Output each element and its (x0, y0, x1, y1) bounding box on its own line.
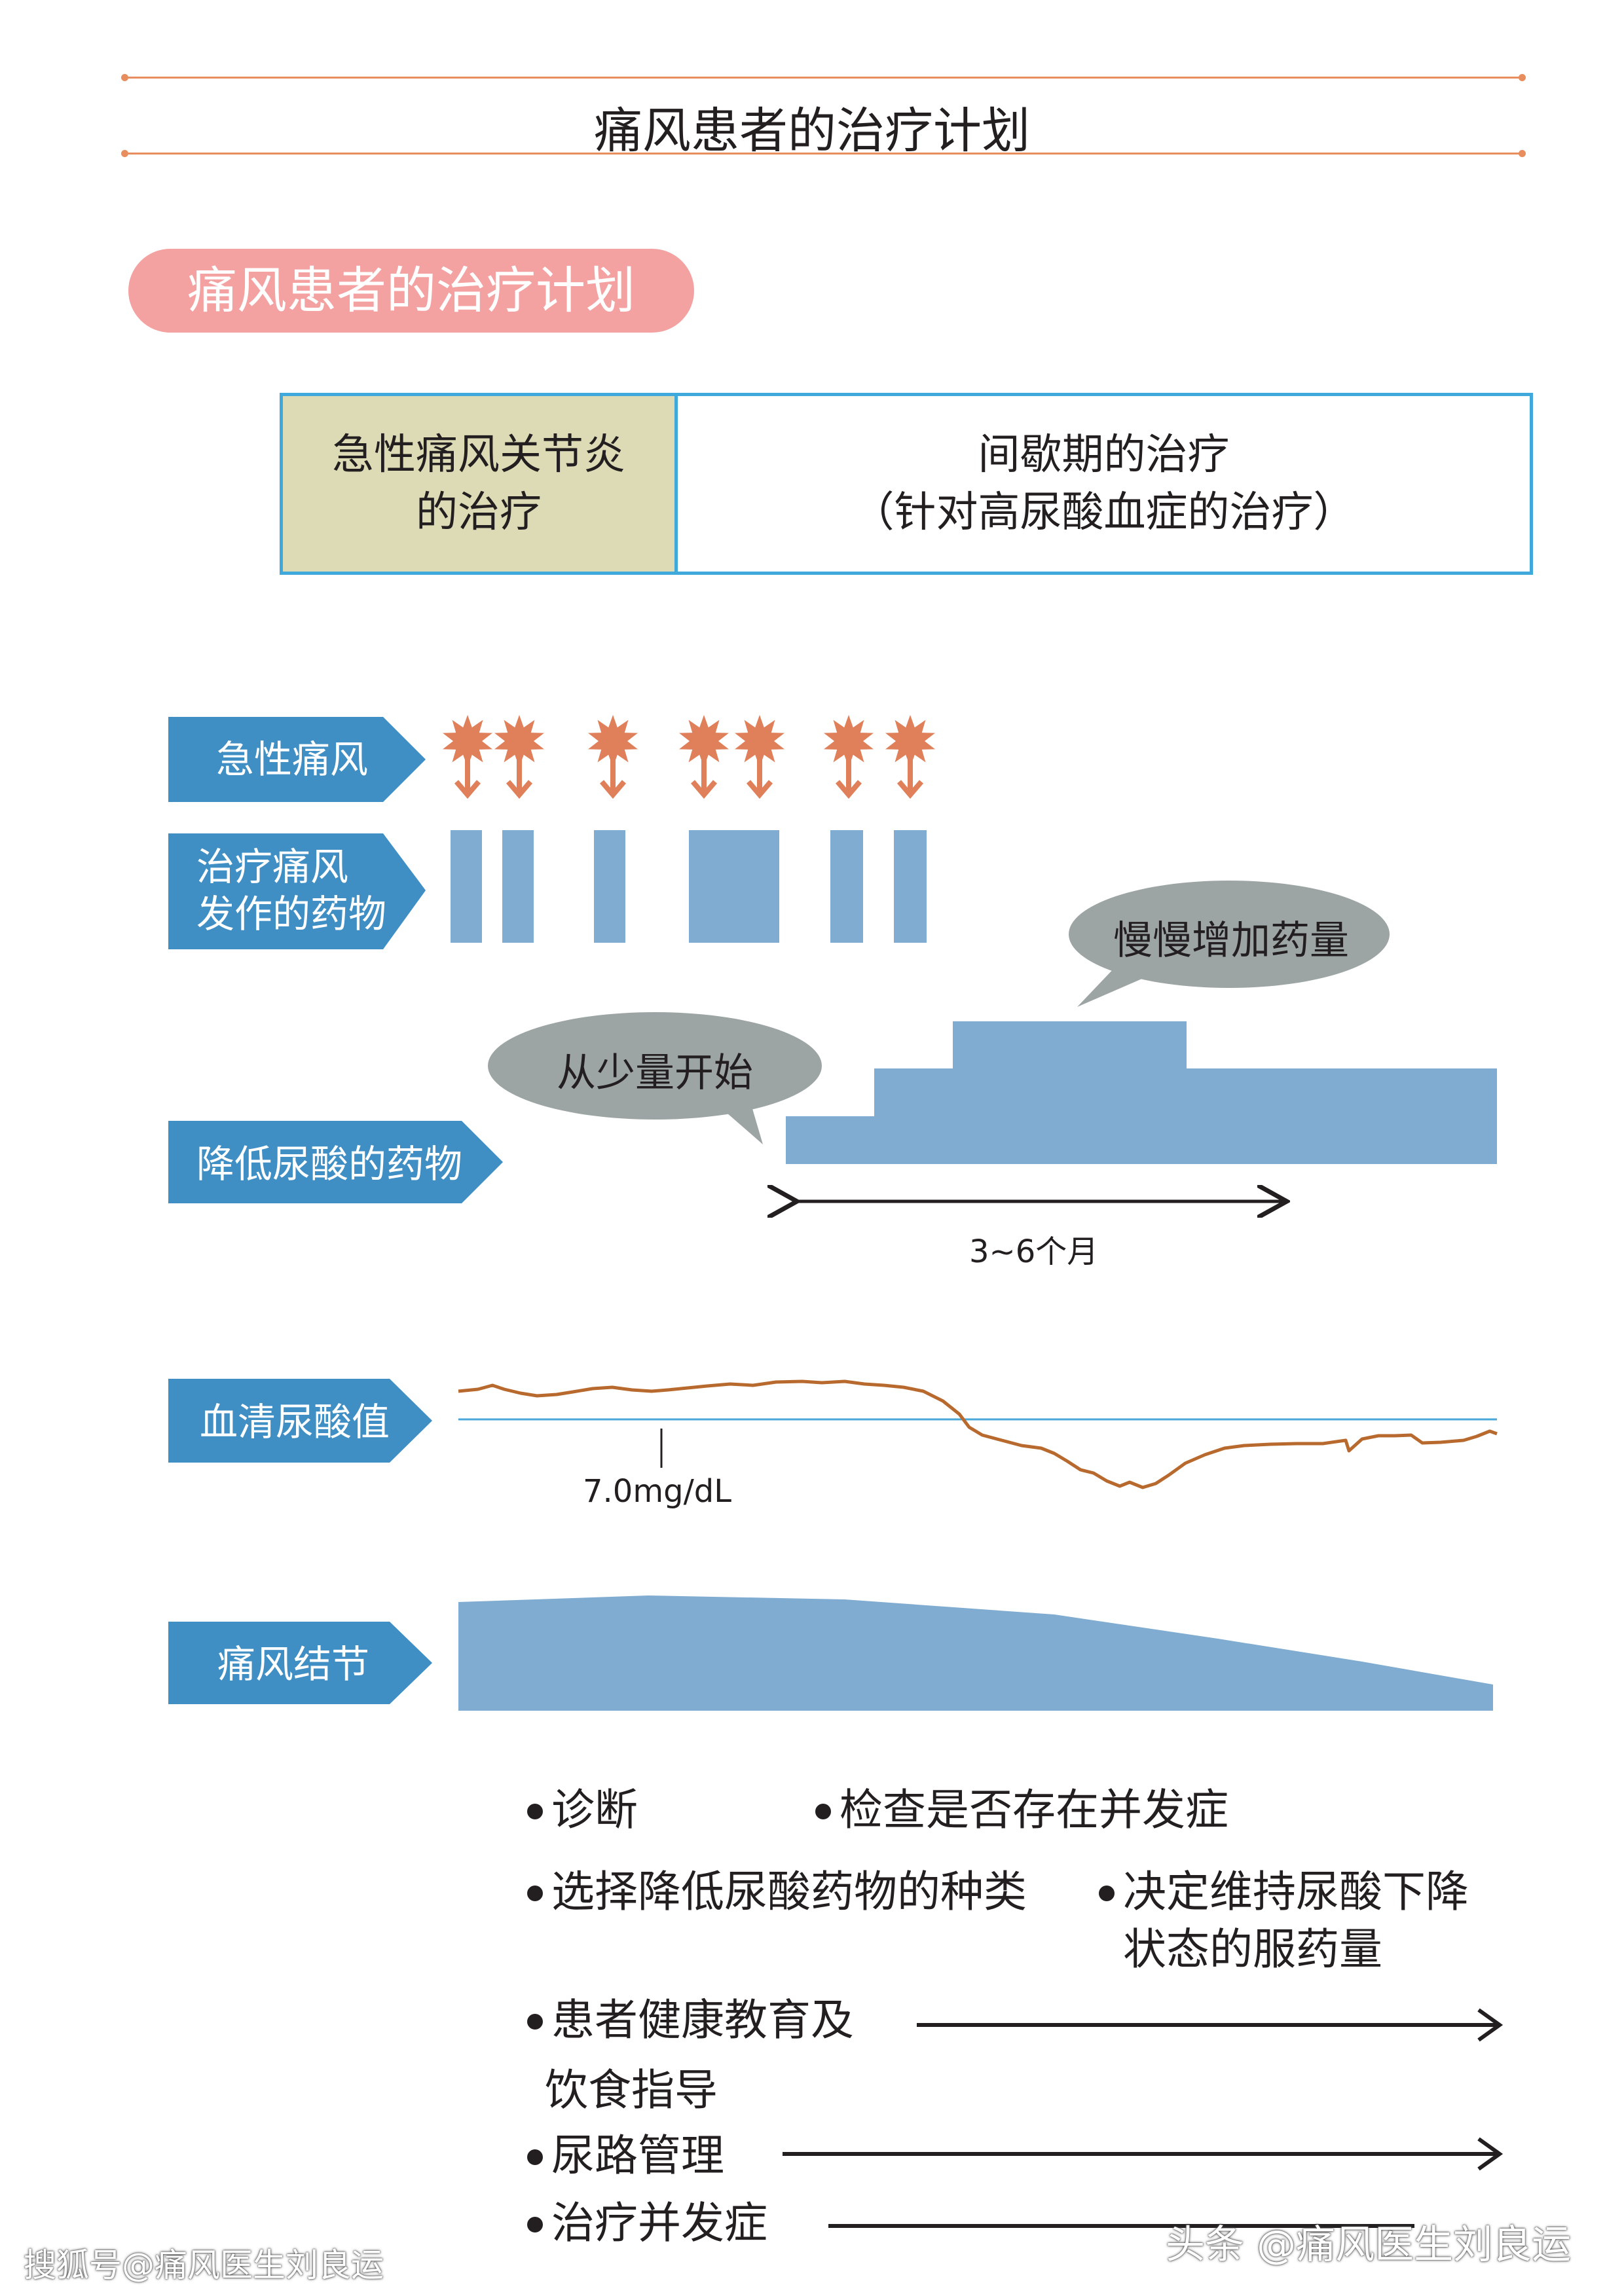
phase-interval-line2: （针对高尿酸血症的治疗） (852, 488, 1356, 537)
watermark-right: 头条 @痛风医生刘良运 (1166, 2222, 1572, 2268)
row-label-attack-drug-line2: 发作的药物 (196, 892, 387, 936)
bullet-dots (527, 1804, 1115, 2232)
row-arrow-urate-lowering (168, 1121, 503, 1203)
bullet-dot-icon (527, 2014, 543, 2030)
attack-drug-bar (502, 830, 534, 943)
down-arrow-head (896, 780, 924, 799)
row-label-tophus-text: 痛风结节 (217, 1642, 370, 1686)
phase-table (280, 393, 1533, 575)
task-maintenance-line2: 状态的服药量 (1123, 1924, 1382, 1975)
task-education-line2: 饮食指导 (545, 2065, 718, 2115)
attack-drug-bars (451, 830, 927, 943)
flare-icon (885, 715, 935, 767)
flare-icon (824, 715, 874, 767)
phase-acute-cell: 急性痛风关节炎 的治疗 (283, 396, 678, 572)
attack-drug-bar (594, 830, 625, 943)
row-label-attack-drug-line1: 治疗痛风 (196, 845, 349, 889)
callout-increase-slowly (1069, 881, 1390, 1007)
row-label-serum-urate-text: 血清尿酸值 (200, 1400, 390, 1444)
row-label-serum-urate: 血清尿酸值 (200, 1396, 390, 1448)
task-maintenance-line1: 决定维持尿酸下降 (1123, 1867, 1469, 1917)
down-arrow-head (454, 780, 481, 799)
attack-drug-bar (830, 830, 863, 943)
bullet-dot-icon (527, 1804, 543, 1819)
urate-lowering-dose-steps (786, 1021, 1497, 1164)
right-arrow-icon (1477, 2008, 1504, 2042)
down-arrow-head (746, 780, 773, 799)
serum-urate-curve (458, 1379, 1498, 1489)
bullet-dot-icon (815, 1804, 831, 1819)
row-arrow-acute-gout (168, 717, 426, 802)
task-education-line1: 患者健康教育及 (551, 1995, 854, 2045)
down-arrow-head (599, 780, 627, 799)
row-label-attack-drug: 治疗痛风 发作的药物 (196, 841, 386, 939)
task-complications-check: 检查是否存在并发症 (840, 1785, 1228, 1835)
task-diagnosis: 诊断 (551, 1785, 638, 1835)
phase-acute-line2: 的治疗 (416, 488, 542, 537)
bullet-dot-icon (527, 1886, 543, 1901)
task-urinary: 尿路管理 (551, 2130, 724, 2181)
down-arrow-head (835, 780, 862, 799)
attack-drug-bar (689, 830, 779, 943)
task-treat-complications: 治疗并发症 (551, 2198, 767, 2248)
right-arrow-icon (1477, 2137, 1504, 2171)
page-title: 痛风患者的治疗计划 (594, 103, 1030, 159)
row-arrow-serum-urate (168, 1379, 432, 1463)
callout-start-small (488, 1012, 822, 1144)
callout-start-small-text: 从少量开始 (557, 1050, 753, 1096)
flare-icon (679, 715, 729, 767)
top-rule (121, 74, 1526, 81)
flare-icon (443, 715, 492, 767)
down-arrow-head (506, 780, 533, 799)
flare-icon (494, 715, 544, 767)
row-label-tophus: 痛风结节 (217, 1638, 369, 1690)
phase-interval-cell: 间歇期的治疗 （针对高尿酸血症的治疗） (678, 396, 1530, 572)
attack-drug-bar (451, 830, 482, 943)
threshold-label: 7.0mg/dL (583, 1473, 731, 1510)
watermark-left: 搜狐号@痛风医生刘良运 (24, 2246, 384, 2284)
row-label-urate-lowering: 降低尿酸的药物 (196, 1138, 462, 1190)
section-pill: 痛风患者的治疗计划 (128, 249, 694, 333)
row-label-acute-gout: 急性痛风 (216, 733, 368, 786)
duration-label: 3~6个月 (969, 1233, 1099, 1270)
row-arrow-attack-drug (168, 833, 426, 949)
tophus-area (458, 1595, 1493, 1711)
phase-interval-line1: 间歇期的治疗 (978, 431, 1230, 479)
bullet-dot-icon (527, 2149, 543, 2165)
phase-acute-line1: 急性痛风关节炎 (332, 431, 625, 479)
bottom-rule (121, 150, 1526, 157)
down-arrow-head (690, 780, 718, 799)
bullet-dot-icon (1099, 1886, 1115, 1901)
row-arrow-tophus (168, 1622, 432, 1704)
row-label-acute-gout-text: 急性痛风 (216, 737, 369, 782)
attack-drug-bar (894, 830, 927, 943)
task-choose-drug: 选择降低尿酸药物的种类 (551, 1867, 1027, 1917)
row-label-urate-lowering-text: 降低尿酸的药物 (196, 1142, 463, 1186)
flare-group (443, 715, 935, 799)
flare-icon (735, 715, 784, 767)
bullet-dot-icon (527, 2217, 543, 2232)
callout-increase-slowly-text: 慢慢增加药量 (1113, 918, 1349, 964)
flare-icon (588, 715, 638, 767)
